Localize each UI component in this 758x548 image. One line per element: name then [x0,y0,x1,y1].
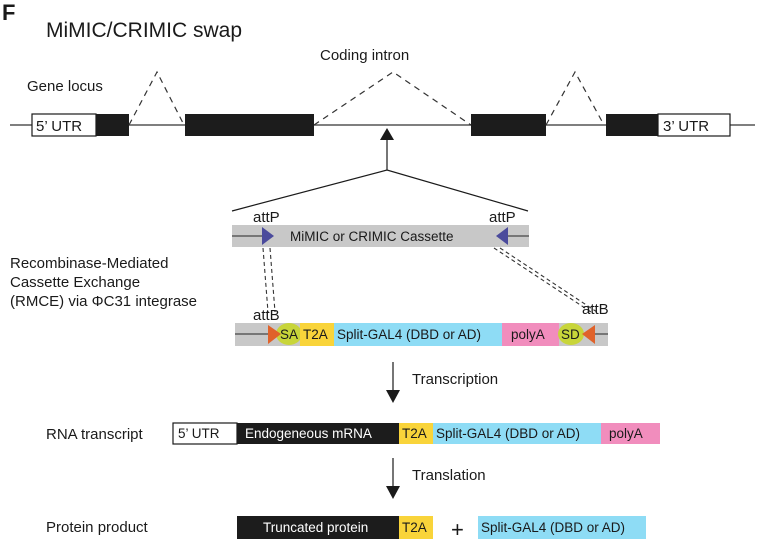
protein-product-label: Protein product [46,519,149,536]
coding-intron-label: Coding intron [320,47,409,64]
t2a-segment [300,323,334,346]
utr3-box [657,113,731,137]
panel-label: F [2,0,15,25]
rmce-line-2: Cassette Exchange [10,274,140,291]
protein-split-gal4-label: Split-GAL4 (DBD or AD) [481,520,625,535]
sd-circle [558,323,584,345]
rna-t2a-segment [399,423,433,444]
polya-segment [502,323,559,346]
rmce-connectors [262,247,598,313]
attb-right-label: attB [582,301,609,318]
translation-step: Translation [386,458,486,499]
figure-title: MiMIC/CRIMIC swap [46,19,242,42]
truncated-protein-label: Truncated protein [263,520,368,535]
attp-left-label: attP [253,209,280,226]
sa-circle [276,323,302,345]
rna-polya-label: polyA [609,426,643,441]
rmce-dash-right-a [493,247,592,313]
rna-utr5-label: 5’ UTR [178,426,220,441]
polya-label: polyA [511,327,545,342]
exon-4 [606,114,658,136]
rna-mrna-label: Endogeneous mRNA [245,426,372,441]
insertion-expansion-lines [231,169,529,212]
protein-t2a-segment [399,516,433,539]
gene-locus: Gene locus 5’ UTR 3’ UTR Coding intron [10,47,755,212]
protein-split-gal4-segment [478,516,646,539]
sa-label: SA [280,327,298,342]
cassette-label: MiMIC or CRIMIC Cassette [290,229,454,244]
t2a-label: T2A [303,327,328,342]
rmce-dash-left-a [262,247,269,313]
attb-left-arrow-icon [268,325,281,344]
gene-locus-label: Gene locus [27,78,103,95]
sd-label: SD [561,327,580,342]
rmce-line-1: Recombinase-Mediated [10,255,168,272]
translation-label: Translation [412,467,486,484]
splice-line-intron-3 [545,70,605,126]
rna-transcript: RNA transcript 5’ UTR Endogeneous mRNA T… [46,422,660,445]
plus-sign: + [451,517,464,542]
rna-split-gal4-segment [433,423,601,444]
rna-split-gal4-label: Split-GAL4 (DBD or AD) [436,426,580,441]
protein-product: Protein product Truncated protein T2A + … [46,516,646,542]
split-gal4-segment [334,323,502,346]
rmce-dash-left-b [269,247,276,313]
insertion-site-arrowhead [380,128,394,140]
attb-right-arrow-icon [582,325,595,344]
truncated-protein-segment [237,516,399,539]
mimic-cassette: attP attP MiMIC or CRIMIC Cassette [232,209,529,247]
rna-transcript-label: RNA transcript [46,426,144,443]
cassette-bar [232,225,529,247]
transcription-arrowhead-icon [386,390,400,403]
translation-arrowhead-icon [386,486,400,499]
utr3-label: 3’ UTR [663,118,709,135]
rna-mrna-segment [237,423,399,444]
rmce-label: Recombinase-Mediated Cassette Exchange (… [10,255,197,310]
protein-t2a-label: T2A [402,520,427,535]
rmce-dash-right-b [499,247,598,313]
donor-construct: attB attB SA T2A Split-GAL4 (DBD or AD) … [235,301,609,346]
attp-left-arrow-icon [262,227,274,245]
split-gal4-label: Split-GAL4 (DBD or AD) [337,327,481,342]
rna-t2a-label: T2A [402,426,427,441]
transcription-label: Transcription [412,371,498,388]
exon-3 [471,114,546,136]
exon-1 [96,114,129,136]
utr5-label: 5’ UTR [36,118,82,135]
attb-left-label: attB [253,307,280,324]
exon-2 [185,114,314,136]
splice-line-coding-intron [313,71,472,126]
transcription-step: Transcription [386,362,498,403]
rmce-line-3: (RMCE) via ΦC31 integrase [10,293,197,310]
attp-right-label: attP [489,209,516,226]
splice-line-intron-1 [128,70,185,126]
rna-polya-segment [601,423,660,444]
attp-right-arrow-icon [496,227,508,245]
